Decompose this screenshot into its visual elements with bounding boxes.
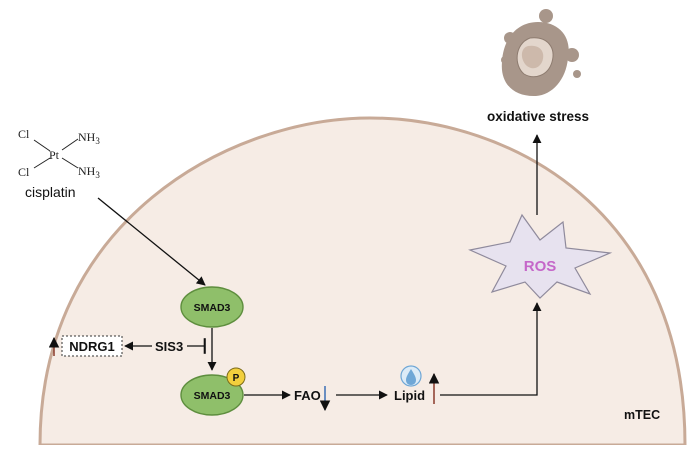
cell-membrane: [38, 116, 687, 447]
phosphate-label: P: [233, 373, 240, 384]
lipid-label: Lipid: [394, 388, 425, 403]
sis3-label: SIS3: [155, 339, 183, 354]
ndrg1-label: NDRG1: [69, 339, 115, 354]
damaged-cell-icon: [501, 9, 581, 97]
platinum-label: Pt: [49, 148, 60, 162]
arrow-lipid-to-ros: [440, 302, 542, 396]
lipid-droplet-icon: [400, 365, 422, 387]
phosphate-icon: [226, 367, 246, 387]
arrow-cisplatin-to-smad3: [97, 197, 206, 286]
cell-type-label: mTEC: [624, 408, 660, 422]
smad3-node: SMAD3: [180, 286, 244, 328]
cisplatin-structure: Cl Cl Pt NH3 NH3 cisplatin: [18, 127, 100, 200]
ammonia-bottom-label: NH3: [78, 164, 100, 180]
chlorine-top-label: Cl: [18, 127, 30, 141]
chlorine-bottom-label: Cl: [18, 165, 30, 179]
smad3-label: SMAD3: [194, 302, 231, 314]
cisplatin-label: cisplatin: [25, 184, 76, 200]
fao-label: FAO: [294, 388, 321, 403]
ros-label: ROS: [524, 258, 557, 275]
ndrg1-node: NDRG1: [61, 335, 123, 357]
ros-node: ROS: [468, 213, 613, 299]
phospho-smad3-node: SMAD3 P: [180, 367, 246, 416]
ammonia-top-label: NH3: [78, 130, 100, 146]
oxidative-stress-label: oxidative stress: [487, 109, 589, 124]
phospho-smad3-label: SMAD3: [194, 390, 231, 402]
